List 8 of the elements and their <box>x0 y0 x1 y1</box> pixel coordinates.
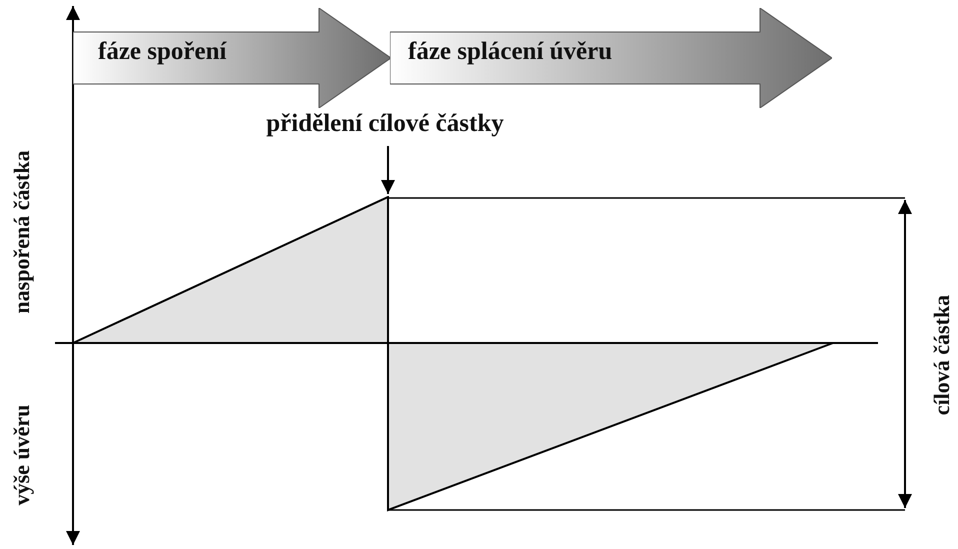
event-label: přidělení cílové částky <box>265 110 505 138</box>
phase-label: fáze splácení úvěru <box>408 38 612 66</box>
axis-label: výše úvěru <box>9 404 35 506</box>
phase-label: fáze spoření <box>98 38 226 66</box>
arrow <box>381 146 395 194</box>
savings-area <box>72 196 390 344</box>
axis-label: naspořená částka <box>9 150 35 314</box>
dimension-label: cílová částka <box>929 294 955 416</box>
